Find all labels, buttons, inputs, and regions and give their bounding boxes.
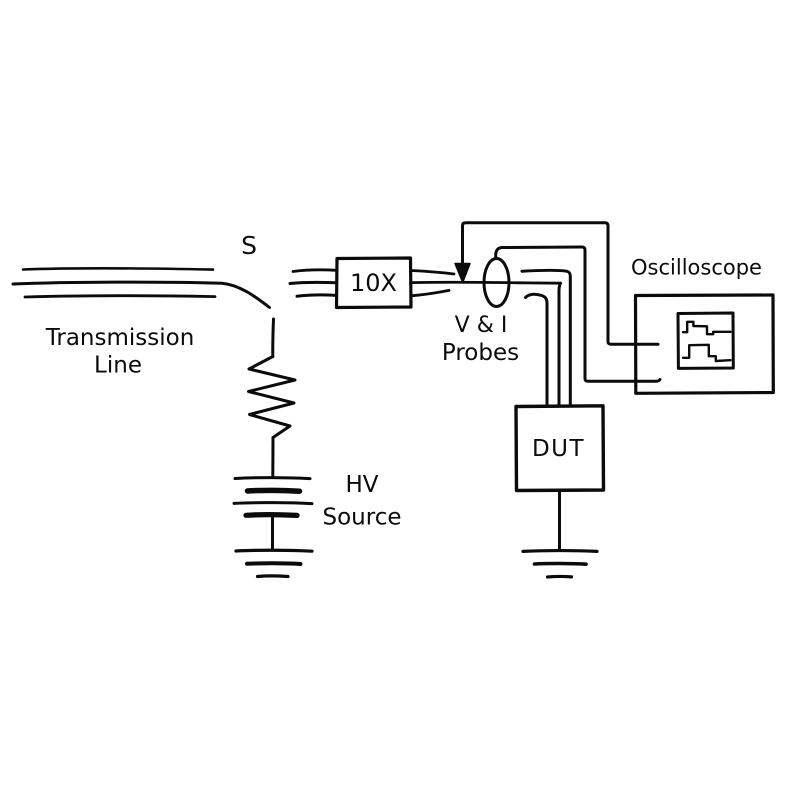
transmission-line-cable-icon [11, 267, 271, 309]
dut-cable-wire-left [524, 292, 549, 407]
scope-input2-wire [494, 245, 662, 383]
waveform-trace-bottom [681, 343, 732, 363]
attenuator-box [334, 256, 413, 310]
transmission-line-label-line2: Line [94, 353, 142, 379]
hv-source-label-line1: HV [345, 472, 378, 498]
cable-wire-middle [288, 280, 338, 285]
attenuator-to-probe-cable [409, 269, 562, 298]
battery-icon [232, 476, 314, 552]
cable-wire-top [409, 269, 456, 276]
probe-to-dut-cable [520, 268, 572, 407]
probes-label-line1: V & I [455, 313, 508, 338]
voltage-probe-arrow-icon [454, 262, 471, 284]
switch-to-attenuator-cable [288, 268, 338, 298]
hv-source-label-line2: Source [323, 505, 402, 531]
ground-bar-medium [245, 561, 303, 566]
battery-short-plate-1 [244, 487, 303, 494]
scope-input1-wire [461, 221, 660, 346]
transmission-line-label-line1: Transmission [45, 325, 195, 351]
oscilloscope-unit [633, 293, 775, 395]
cable-wire-top [291, 268, 338, 273]
oscilloscope-box [633, 293, 775, 395]
cable-wire-bottom [409, 289, 451, 298]
battery-long-plate-1 [233, 476, 312, 481]
battery-long-plate-2 [232, 501, 314, 506]
dut-cable-wire-middle [557, 281, 562, 407]
oscilloscope-label: Oscilloscope [631, 256, 762, 280]
transmission-line-bottom-wire [23, 294, 217, 299]
waveform-trace-top [681, 320, 732, 336]
ground-bar-long [521, 548, 599, 553]
ground-bar-medium [532, 561, 588, 566]
ground-icon-hv [234, 548, 314, 579]
dut-box [514, 404, 606, 493]
battery-short-plate-2 [243, 512, 300, 518]
transmission-line-top-wire [21, 267, 215, 271]
transmission-line-middle-wire-and-switch-blade [11, 280, 271, 309]
attenuator-label: 10X [350, 269, 397, 297]
probes-label-line2: Probes [442, 340, 519, 366]
voltage-probe-to-scope-wire [454, 221, 660, 346]
dut-cable-wire-right [520, 268, 572, 407]
ground-bar-short [255, 574, 290, 579]
switch-contact-lead [271, 317, 275, 358]
oscilloscope-screen [676, 311, 735, 370]
switch-label: S [241, 231, 257, 260]
cable-wire-bottom [295, 293, 338, 298]
ground-bar-long [234, 548, 314, 553]
waveform-icon [681, 320, 732, 363]
dut-label: DUT [532, 436, 585, 462]
ground-icon-dut [521, 548, 599, 579]
ground-bar-short [545, 574, 574, 579]
resistor-icon [247, 355, 297, 439]
main-signal-wire [409, 280, 562, 285]
